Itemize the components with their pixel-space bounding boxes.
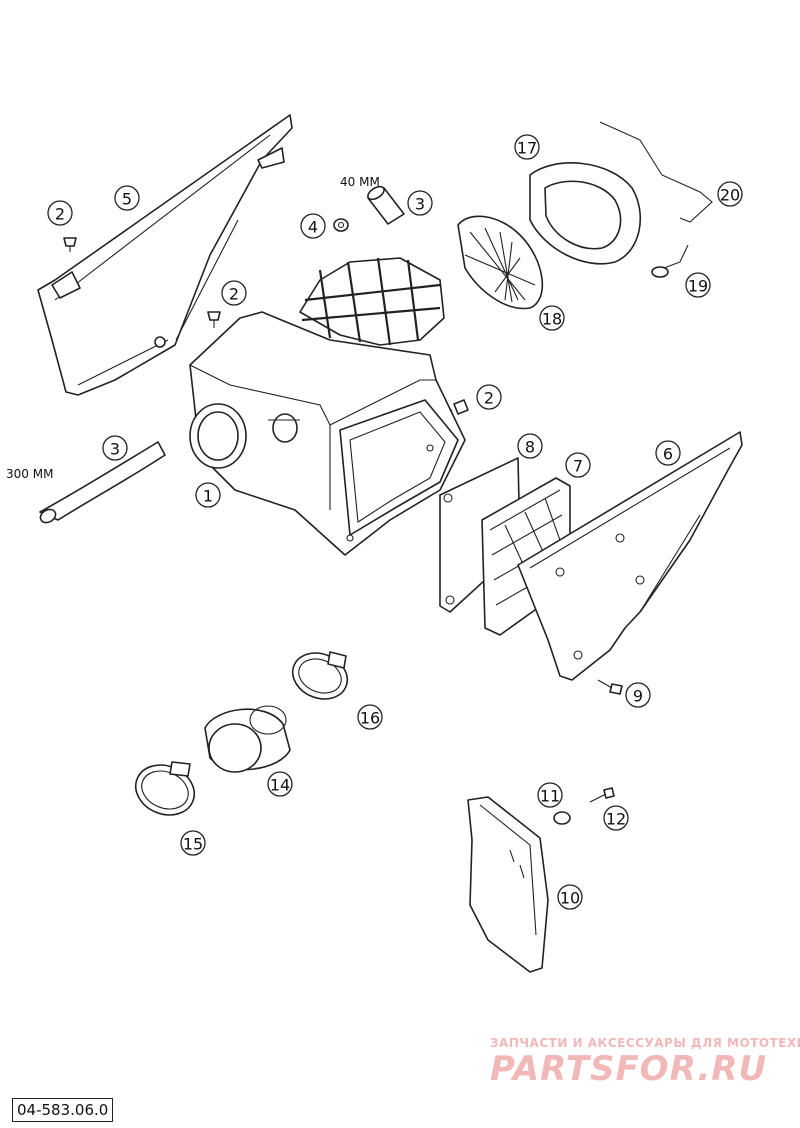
callout-circle [539, 305, 565, 331]
callout-circle [514, 134, 540, 160]
callout-number: 14 [270, 776, 290, 795]
callout-circle [557, 884, 583, 910]
callout-circle [476, 384, 502, 410]
callout-number: 3 [415, 195, 425, 214]
callout-11: 11 [537, 782, 563, 808]
callout-circle [357, 704, 383, 730]
part-3-short-hose [367, 185, 405, 225]
part-14-intake-boot [204, 705, 291, 773]
callout-16: 16 [357, 704, 383, 730]
callout-number: 11 [540, 787, 560, 806]
callout-3: 3 [407, 190, 433, 216]
callout-circle [114, 185, 140, 211]
callout-number: 9 [633, 687, 643, 706]
part-2-screw-upper-left [63, 237, 77, 252]
callout-circle [267, 771, 293, 797]
callout-circle [102, 435, 128, 461]
callout-number: 4 [308, 218, 318, 237]
part-1-air-filter-box [189, 257, 466, 556]
callout-20: 20 [717, 181, 743, 207]
callout-number: 7 [573, 457, 583, 476]
callout-number: 15 [183, 835, 203, 854]
dimension-label-40mm: 40 MM [340, 175, 380, 189]
part-16-hose-clamp [291, 651, 349, 700]
part-17-filter-element [529, 162, 641, 265]
callout-number: 1 [203, 487, 213, 506]
callout-3: 3 [102, 435, 128, 461]
part-4-nut [333, 218, 349, 232]
callout-number: 2 [55, 205, 65, 224]
callout-number: 6 [663, 445, 673, 464]
callout-19: 19 [685, 272, 711, 298]
callout-9: 9 [625, 682, 651, 708]
callout-circle [300, 213, 326, 239]
part-20-wire-holder [599, 121, 713, 223]
callout-2: 2 [476, 384, 502, 410]
part-3-long-hose [39, 441, 166, 524]
callout-2: 2 [47, 200, 73, 226]
part-18-filter-cage [457, 215, 544, 310]
callout-number: 16 [360, 709, 380, 728]
callout-circle [407, 190, 433, 216]
callout-10: 10 [557, 884, 583, 910]
callout-7: 7 [565, 452, 591, 478]
callout-circle [685, 272, 711, 298]
dimension-label-300mm: 300 MM [6, 467, 53, 481]
callout-number: 18 [542, 310, 562, 329]
part-5-left-side-panel [37, 114, 293, 396]
callout-circle [517, 433, 543, 459]
callout-number: 12 [606, 810, 626, 829]
part-11-nut [553, 811, 571, 825]
callout-number: 10 [560, 889, 580, 908]
callout-12: 12 [603, 805, 629, 831]
callout-circle [603, 805, 629, 831]
callout-number: 20 [720, 186, 740, 205]
callout-5: 5 [114, 185, 140, 211]
part-12-screw [589, 787, 615, 803]
callout-number: 2 [484, 389, 494, 408]
callout-1: 1 [195, 482, 221, 508]
callout-circle [180, 830, 206, 856]
callout-circle [537, 782, 563, 808]
part-19-plug [651, 244, 689, 278]
callout-18: 18 [539, 305, 565, 331]
callout-circle [47, 200, 73, 226]
part-9-screw [597, 679, 623, 695]
callout-4: 4 [300, 213, 326, 239]
callout-2: 2 [221, 280, 247, 306]
callout-circle [717, 181, 743, 207]
watermark: ЗАПЧАСТИ И АКСЕССУАРЫ ДЛЯ МОТОТЕХНИКИ PA… [490, 1036, 800, 1089]
callout-8: 8 [517, 433, 543, 459]
watermark-brand: PARTSFOR.RU [490, 1049, 767, 1089]
diagram-code: 04-583.06.0 [12, 1098, 114, 1122]
part-6-right-side-panel [517, 431, 743, 681]
callout-15: 15 [180, 830, 206, 856]
part-10-mud-flap [467, 796, 549, 973]
part-15-hose-clamp [134, 761, 196, 816]
callout-number: 5 [122, 190, 132, 209]
watermark-tagline: ЗАПЧАСТИ И АКСЕССУАРЫ ДЛЯ МОТОТЕХНИКИ [490, 1036, 800, 1050]
callout-17: 17 [514, 134, 540, 160]
callout-14: 14 [267, 771, 293, 797]
callout-number: 17 [517, 139, 537, 158]
callout-number: 19 [688, 277, 708, 296]
callout-6: 6 [655, 440, 681, 466]
callout-number: 2 [229, 285, 239, 304]
callout-number: 3 [110, 440, 120, 459]
callout-circle [625, 682, 651, 708]
callout-circle [655, 440, 681, 466]
part-2-screw-center [207, 311, 221, 328]
callout-circle [221, 280, 247, 306]
callout-circle [195, 482, 221, 508]
callout-number: 8 [525, 438, 535, 457]
callout-circle [565, 452, 591, 478]
